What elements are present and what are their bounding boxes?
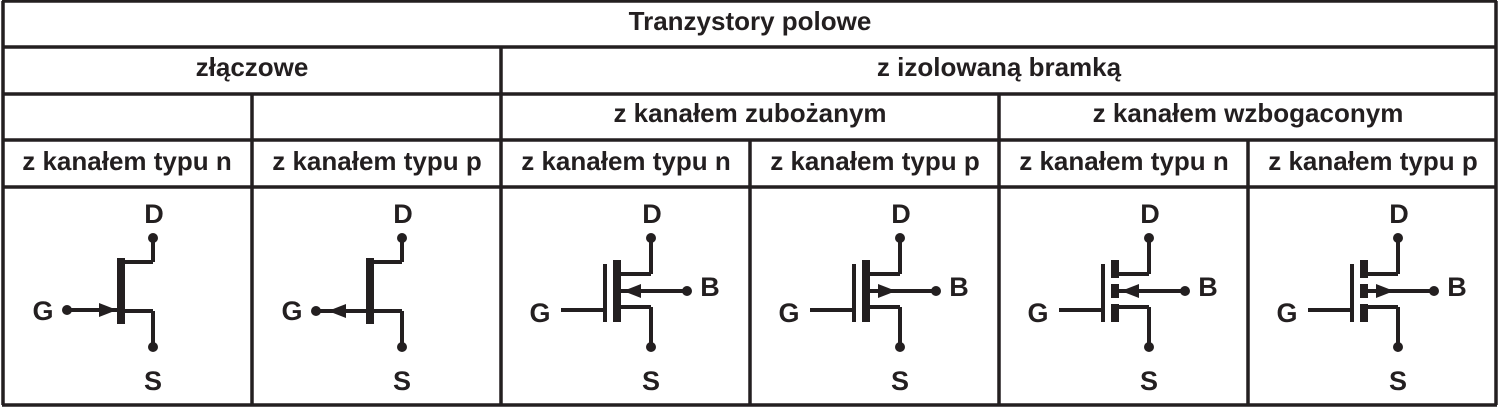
source-terminal (397, 342, 407, 352)
bulk-terminal (1429, 286, 1439, 296)
source-terminal (646, 342, 656, 352)
source-terminal (895, 342, 905, 352)
source-terminal (1144, 342, 1154, 352)
pin-label-g: G (529, 298, 550, 328)
source-terminal (148, 342, 158, 352)
drain-terminal (1144, 233, 1154, 243)
subgroup-depletion: z kanałem zubożanym (613, 98, 886, 128)
pin-label-g: G (32, 296, 53, 326)
group-junction: złączowe (196, 52, 309, 82)
pin-label-g: G (1027, 298, 1048, 328)
bulk-arrow (623, 284, 641, 298)
symbol-jfet-n: D S G (32, 199, 163, 396)
bulk-arrow (1376, 284, 1394, 298)
column-header-jfet-p: z kanałem typu p (272, 146, 482, 176)
column-header-mosfet-depletion-p: z kanałem typu p (770, 146, 980, 176)
source-terminal (1393, 342, 1403, 352)
drain-terminal (148, 233, 158, 243)
drain-terminal (895, 233, 905, 243)
pin-label-d: D (1140, 199, 1160, 229)
group-insulated-gate: z izolowaną bramką (877, 52, 1122, 82)
symbol-dep-p: D S G B (778, 199, 968, 396)
symbol-dep-n: D S G B (529, 199, 719, 396)
column-header-jfet-n: z kanałem typu n (22, 146, 232, 176)
pin-label-s: S (1389, 366, 1407, 396)
pin-label-g: G (778, 298, 799, 328)
pin-label-s: S (891, 366, 909, 396)
pin-label-s: S (1140, 366, 1158, 396)
pin-label-d: D (393, 199, 413, 229)
pin-label-d: D (144, 199, 164, 229)
drain-terminal (1393, 233, 1403, 243)
bulk-arrow (1121, 284, 1139, 298)
gate-arrow (99, 303, 117, 317)
bulk-terminal (1180, 286, 1190, 296)
symbol-enh-p: D S G B (1276, 199, 1466, 396)
table-title: Tranzystory polowe (629, 6, 872, 36)
drain-terminal (646, 233, 656, 243)
pin-label-s: S (393, 366, 411, 396)
pin-label-g: G (281, 296, 302, 326)
bulk-terminal (682, 286, 692, 296)
pin-label-g: G (1276, 298, 1297, 328)
pin-label-b: B (1198, 272, 1218, 302)
column-header-mosfet-enhancement-n: z kanałem typu n (1019, 146, 1229, 176)
column-header-mosfet-depletion-n: z kanałem typu n (521, 146, 731, 176)
bulk-arrow (878, 284, 896, 298)
pin-label-s: S (144, 366, 162, 396)
gate-arrow (328, 304, 346, 318)
pin-label-d: D (891, 199, 911, 229)
pin-label-b: B (949, 272, 969, 302)
transistor-symbols: D S G D S G D S G B D S G B D S G B D S G B (32, 199, 1466, 396)
column-header-mosfet-enhancement-p: z kanałem typu p (1268, 146, 1478, 176)
pin-label-b: B (1447, 272, 1467, 302)
subgroup-enhancement: z kanałem wzbogaconym (1093, 98, 1404, 128)
pin-label-s: S (642, 366, 660, 396)
pin-label-b: B (700, 272, 720, 302)
bulk-terminal (931, 286, 941, 296)
symbol-enh-n: D S G B (1027, 199, 1217, 396)
pin-label-d: D (642, 199, 662, 229)
drain-terminal (397, 233, 407, 243)
pin-label-d: D (1389, 199, 1409, 229)
symbol-jfet-p: D S G (281, 199, 412, 396)
